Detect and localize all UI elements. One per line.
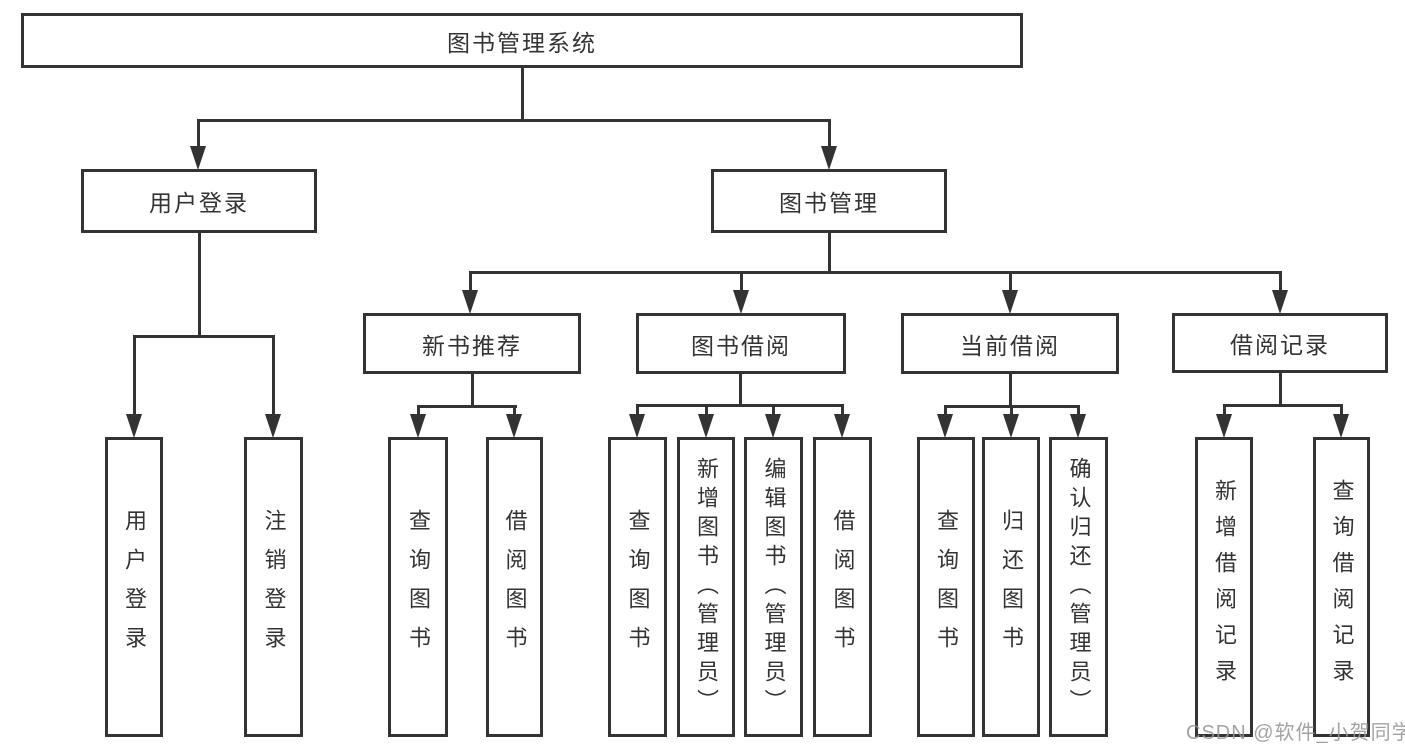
arrowhead (1272, 290, 1288, 314)
connector-level2-rail (197, 119, 831, 122)
connector-br-stem (1279, 373, 1282, 407)
arrowhead (765, 414, 781, 438)
leaf-label: 编辑图书（管理员） (761, 456, 787, 718)
node-book-management: 图书管理 (711, 169, 947, 233)
connector-user-login-stem (198, 233, 201, 338)
node-book-borrow: 图书借阅 (636, 313, 846, 374)
leaf-label: 查询图书 (406, 509, 431, 665)
arrowhead (126, 414, 142, 438)
node-leaf-nbr-query-book: 查询图书 (388, 437, 448, 737)
arrowhead (834, 414, 850, 438)
node-leaf-logout: 注销登录 (244, 437, 303, 737)
connector-drop (944, 405, 947, 419)
arrowhead (698, 414, 714, 438)
connector-drop (133, 335, 136, 419)
connector-drop (1077, 405, 1080, 419)
leaf-label: 注销登录 (261, 509, 287, 665)
connector-drop (513, 405, 516, 419)
connector-drop (1010, 405, 1013, 419)
connector-drop (197, 119, 200, 151)
arrowhead (821, 146, 837, 170)
connector-drop (636, 404, 639, 419)
connector-root-stem (521, 68, 524, 122)
leaf-label: 用户登录 (122, 509, 147, 665)
arrowhead (733, 290, 749, 314)
node-leaf-bb-add-book-admin: 新增图书（管理员） (677, 437, 735, 737)
leaf-label: 新增借阅记录 (1212, 479, 1237, 695)
arrowhead (1216, 414, 1232, 438)
node-root-label: 图书管理系统 (447, 29, 597, 56)
node-leaf-bb-borrow-book: 借阅图书 (813, 437, 872, 737)
connector-bb-rail (636, 404, 844, 407)
node-leaf-bb-edit-book-admin: 编辑图书（管理员） (744, 437, 803, 737)
node-root: 图书管理系统 (21, 13, 1023, 68)
leaf-label: 查询借阅记录 (1329, 479, 1355, 695)
node-leaf-br-query-record: 查询借阅记录 (1313, 437, 1370, 737)
arrowhead (410, 414, 426, 438)
arrowhead (1002, 290, 1018, 314)
node-new-book-recommend-label: 新书推荐 (422, 332, 522, 359)
node-current-borrow: 当前借阅 (901, 313, 1119, 374)
connector-drop (705, 404, 708, 419)
connector-drop (740, 271, 743, 296)
connector-drop (828, 119, 831, 151)
connector-user-login-rail (133, 335, 275, 338)
node-leaf-nbr-borrow-book: 借阅图书 (486, 437, 543, 737)
connector-drop (417, 405, 420, 419)
arrowhead (1003, 414, 1019, 438)
arrowhead (1070, 414, 1086, 438)
node-leaf-cb-query-book: 查询图书 (917, 437, 975, 737)
arrowhead (937, 414, 953, 438)
node-user-login: 用户登录 (81, 169, 317, 233)
connector-drop (1223, 404, 1226, 419)
leaf-label: 归还图书 (999, 509, 1024, 665)
node-borrow-record: 借阅记录 (1172, 313, 1388, 373)
node-book-management-label: 图书管理 (779, 190, 879, 216)
connector-drop (1340, 404, 1343, 419)
arrowhead (1333, 414, 1349, 438)
arrowhead (190, 146, 206, 170)
node-new-book-recommend: 新书推荐 (363, 313, 581, 374)
connector-drop (469, 271, 472, 296)
connector-drop (841, 404, 844, 419)
leaf-label: 确认归还（管理员） (1066, 456, 1092, 718)
leaf-label: 新增图书（管理员） (694, 456, 719, 718)
arrowhead (462, 290, 478, 314)
leaf-label: 查询图书 (625, 509, 651, 665)
connector-br-rail (1223, 404, 1343, 407)
node-current-borrow-label: 当前借阅 (960, 332, 1060, 359)
connector-drop (1009, 271, 1012, 296)
connector-level3-rail (469, 271, 1282, 274)
node-leaf-bb-query-book: 查询图书 (608, 437, 667, 737)
arrowhead (265, 414, 281, 438)
node-leaf-br-add-record: 新增借阅记录 (1195, 437, 1253, 737)
connector-book-mgmt-stem (828, 233, 831, 274)
node-book-borrow-label: 图书借阅 (691, 332, 791, 359)
leaf-label: 借阅图书 (830, 509, 856, 665)
node-borrow-record-label: 借阅记录 (1230, 332, 1330, 358)
connector-nbr-rail (417, 405, 517, 408)
connector-nbr-stem (471, 374, 474, 408)
node-user-login-label: 用户登录 (149, 190, 249, 216)
node-leaf-user-login: 用户登录 (105, 437, 163, 737)
connector-drop (1279, 271, 1282, 296)
leaf-label: 借阅图书 (502, 509, 528, 665)
node-leaf-cb-confirm-return-admin: 确认归还（管理员） (1049, 437, 1108, 737)
node-leaf-cb-return-book: 归还图书 (982, 437, 1040, 737)
leaf-label: 查询图书 (934, 509, 959, 665)
arrowhead (506, 414, 522, 438)
connector-drop (772, 404, 775, 419)
csdn-watermark: CSDN @软件_小贺同学 (1186, 722, 1405, 744)
connector-drop (272, 335, 275, 419)
arrowhead (629, 414, 645, 438)
connector-cb-stem (1009, 374, 1012, 408)
connector-bb-stem (739, 374, 742, 407)
